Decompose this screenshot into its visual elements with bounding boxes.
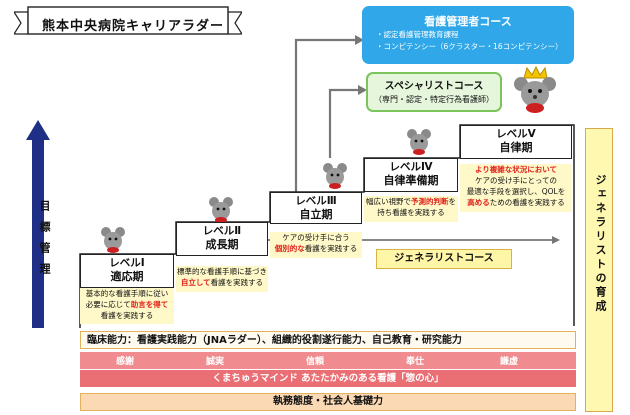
desc-line: 幅広い視野で: [366, 197, 411, 206]
mouse-icon: [101, 227, 125, 253]
level-2-desc: 標準的な看護手順に基づき 自立して看護を実践する: [176, 266, 268, 292]
desc-line: 最適な手段を選択し、QOLを: [466, 187, 566, 196]
desc-line: ための看護を実践する: [489, 198, 565, 207]
mouse-icon: [323, 163, 347, 189]
desc-line: ケアの受け手にとっての: [475, 176, 557, 185]
desc-highlight: 個別的な: [274, 244, 305, 253]
level-3-desc: ケアの受け手に合う 個別的な看護を実践する: [270, 232, 362, 258]
values-band: 感謝 誠実 信頼 奉仕 謙虚: [80, 352, 576, 369]
value-word: 奉仕: [406, 357, 425, 367]
value-word: 謙虚: [500, 357, 519, 367]
objective-management-label: 目標管理: [38, 200, 51, 284]
level-4-desc: 幅広い視野で予測的判断を 持ち看護を実践する: [364, 196, 458, 222]
specialist-course: スペシャリストコース （専門・認定・特定行為看護師）: [366, 72, 502, 112]
specialist-title: スペシャリストコース: [384, 81, 484, 92]
level-5-desc: より複雑な状況において ケアの受け手にとっての 最適な手段を選択し、QOLを 高…: [460, 164, 572, 212]
nurse-manager-item: ・認定看護管理教育課程: [376, 30, 459, 39]
desc-line: 看護を実践する: [210, 278, 264, 287]
management-arrow-icon: [26, 120, 50, 328]
attitude-band: 執務態度・社会人基礎力: [80, 393, 576, 411]
level-period: 適応期: [110, 270, 144, 283]
mind-band: くまちゅうマインド あたたかみのある看護「惣の心」: [80, 370, 576, 387]
clinical-ability-band: 臨床能力：看護実践能力（JNAラダー）、組織的役割遂行能力、自己教育・研究能力: [80, 331, 576, 349]
generalist-development-label: ジェネラリストの育成: [594, 174, 607, 314]
level-2-header: レベルⅡ 成長期: [176, 222, 268, 256]
level-4-header: レベルⅣ 自律準備期: [364, 158, 458, 192]
level-name: レベルⅠ: [109, 257, 145, 269]
mouse-icon: [407, 129, 431, 155]
level-period: 成長期: [205, 238, 239, 251]
desc-line: 基本的な看護手順に従い: [85, 289, 169, 298]
desc-line: を: [448, 197, 457, 206]
value-word: 信頼: [306, 357, 325, 367]
level-1-desc: 基本的な看護手順に従い 必要に応じて助言を得て 看護を実践する: [80, 288, 174, 324]
generalist-development-box: ジェネラリストの育成: [585, 128, 613, 412]
desc-line: 必要に応じて: [85, 300, 131, 309]
level-1-header: レベルⅠ 適応期: [80, 254, 174, 288]
desc-line: 標準的な看護手順に基づき: [177, 267, 267, 276]
mouse-icon: [209, 197, 233, 223]
title-ribbon: 熊本中央病院キャリアラダー: [14, 6, 242, 40]
desc-line: 看護を実践する: [304, 244, 358, 253]
desc-highlight: 予測的判断: [411, 197, 449, 206]
generalist-course: ジェネラリストコース: [376, 249, 512, 269]
nurse-manager-title: 看護管理者コース: [424, 15, 512, 28]
level-3-header: レベルⅢ 自立期: [270, 192, 362, 224]
level-name: レベルⅡ: [202, 225, 242, 237]
desc-line: 看護を実践する: [100, 311, 154, 320]
desc-line: 持ち看護を実践する: [377, 208, 445, 217]
level-name: レベルⅢ: [295, 195, 337, 207]
level-period: 自律期: [499, 141, 533, 154]
crowned-mouse-icon: [514, 66, 556, 113]
page-title: 熊本中央病院キャリアラダー: [42, 19, 225, 34]
value-word: 感謝: [116, 357, 135, 367]
desc-highlight: より複雑な状況において: [474, 165, 558, 174]
level-5-header: レベルⅤ 自律期: [460, 125, 572, 159]
value-word: 誠実: [206, 357, 225, 367]
desc-highlight: 自立して: [180, 278, 211, 287]
level-period: 自立期: [299, 208, 333, 221]
nurse-manager-item: ・コンピテンシー（6クラスター・16コンピテンシー）: [376, 42, 563, 51]
nurse-manager-course: 看護管理者コース ・認定看護管理教育課程 ・コンピテンシー（6クラスター・16コ…: [362, 6, 574, 64]
desc-line: ケアの受け手に合う: [282, 233, 350, 242]
specialist-sub: （専門・認定・特定行為看護師）: [374, 95, 494, 104]
level-name: レベルⅤ: [496, 128, 536, 140]
desc-highlight: 高める: [467, 198, 490, 207]
desc-highlight: 助言を得て: [130, 300, 169, 309]
level-name: レベルⅣ: [389, 161, 433, 173]
level-period: 自律準備期: [383, 174, 439, 187]
